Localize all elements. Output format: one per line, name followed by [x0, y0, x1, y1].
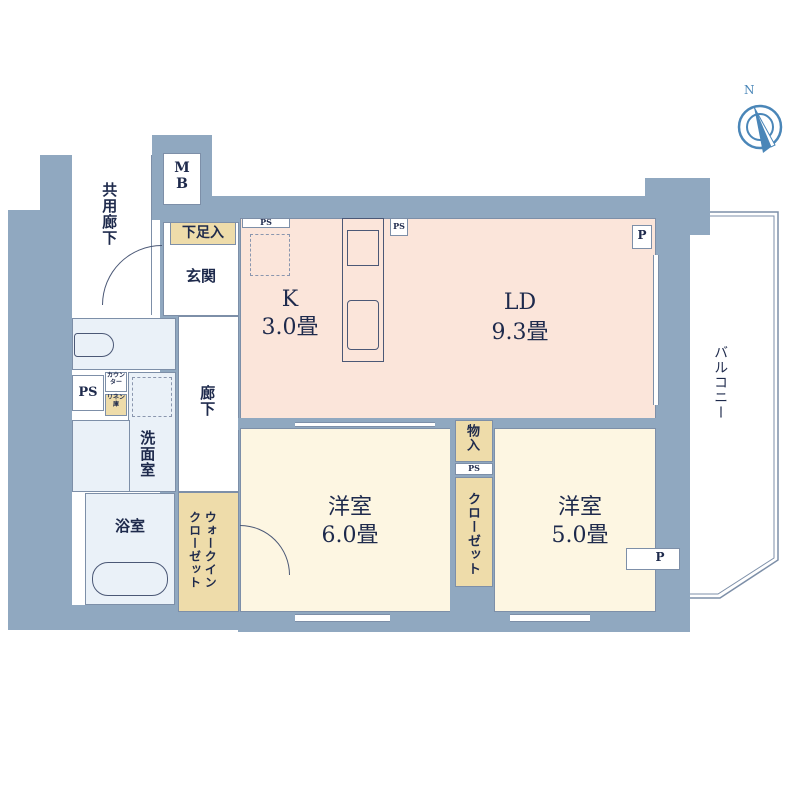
- ps-center: [455, 463, 493, 475]
- living-dining: [390, 218, 656, 420]
- kitchen-counter: [342, 218, 384, 362]
- walk-in-closet-label: ウォークインクローゼット: [187, 511, 218, 589]
- ps-ld-label: PS: [393, 221, 405, 231]
- compass-icon: [737, 104, 783, 153]
- storage-label: 物入: [463, 424, 479, 452]
- linen-label: リネン庫: [106, 394, 125, 408]
- ld-size: 9.3畳: [491, 320, 549, 345]
- shoe-storage-label: 下足入: [182, 225, 224, 241]
- stove: [347, 230, 379, 266]
- common-corridor-label: 共用廊下: [100, 182, 119, 246]
- western-room-5-size: 5.0畳: [551, 523, 609, 548]
- ps-center-label: PS: [468, 463, 480, 473]
- linen-storage: [105, 394, 127, 416]
- pipe-room5: [626, 548, 680, 570]
- fridge-space: [250, 234, 290, 276]
- bathroom-label: 浴室: [114, 517, 145, 535]
- corridor-space: [72, 155, 152, 315]
- wall-notch: [8, 155, 40, 210]
- pipe-room5-label: P: [655, 550, 665, 564]
- ps-left-label: PS: [78, 385, 98, 400]
- balcony-label: バルコニー: [712, 345, 729, 420]
- western-room-6-size: 6.0畳: [321, 523, 379, 548]
- washroom-label: 洗面室: [138, 430, 157, 478]
- kitchen-size: 3.0畳: [261, 315, 319, 340]
- window-room5: [510, 614, 590, 622]
- toilet-fixture: [74, 333, 114, 357]
- western-room-5-name: 洋室: [557, 495, 602, 520]
- counter: [105, 372, 127, 392]
- shoe-storage: [170, 222, 236, 245]
- toilet: [72, 318, 176, 370]
- wall-top: [152, 196, 657, 220]
- ps-ld: [390, 218, 408, 236]
- ps-kitchen: [242, 218, 290, 228]
- hallway: [178, 316, 239, 492]
- counter-label: カウンター: [106, 372, 125, 386]
- mb-label: MB: [174, 160, 190, 193]
- entrance-label: 玄関: [185, 267, 216, 285]
- washing-machine-pan: [132, 377, 172, 417]
- pipe-ld: [632, 225, 652, 249]
- pipe-ld-label: P: [637, 228, 647, 242]
- western-room-6: [240, 428, 452, 612]
- closet-label: クローゼット: [464, 492, 480, 576]
- western-room-5: [494, 428, 656, 612]
- sink: [347, 300, 379, 350]
- compass-north-label: N: [744, 83, 755, 97]
- wall-mid: [238, 418, 658, 430]
- hallway-label: 廊下: [198, 385, 217, 417]
- interior-window: [295, 422, 435, 427]
- mb-closet: [163, 153, 201, 205]
- washroom-basin-area: [72, 420, 130, 492]
- wall-left: [8, 155, 72, 630]
- storage: [455, 420, 493, 462]
- ps-kitchen-label: PS: [260, 217, 272, 227]
- window-room6: [295, 614, 390, 622]
- walk-in-closet: [178, 492, 239, 612]
- closet: [455, 477, 493, 587]
- window-ld: [653, 255, 659, 405]
- western-room-6-name: 洋室: [327, 495, 372, 520]
- ps-left: [72, 375, 104, 411]
- ld-name: LD: [503, 290, 537, 315]
- kitchen-name: K: [281, 287, 299, 312]
- bathtub: [92, 562, 168, 596]
